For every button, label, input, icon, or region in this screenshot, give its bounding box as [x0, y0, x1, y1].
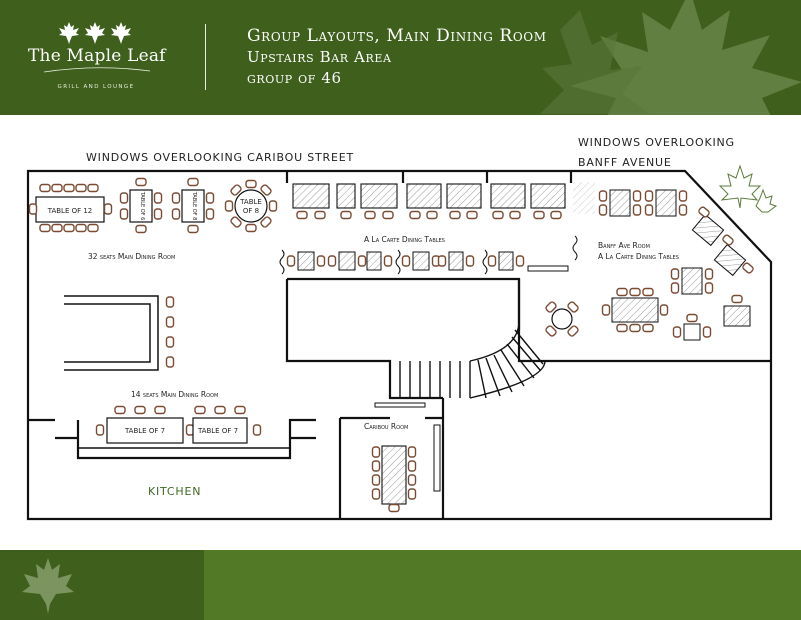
- header-title: Group Layouts, Main Dining Room: [247, 26, 547, 46]
- table-of-7-left: TABLE OF 7: [95, 405, 195, 444]
- banff-room-label: Banff Ave Room: [598, 241, 650, 250]
- table-of-7-right: TABLE OF 7: [192, 405, 262, 444]
- bar-stools: [165, 296, 175, 368]
- table-of-7-right-label: TABLE OF 7: [197, 427, 238, 435]
- round-table-of-8: TABLE OF 8: [224, 179, 278, 233]
- table-of-8-rect-label: TABLE OF 8: [191, 191, 197, 221]
- seats-14-label: 14 seats Main Dining Room: [131, 390, 218, 399]
- seats-32-label: 32 seats Main Dining Room: [88, 252, 175, 261]
- kitchen-label: KITCHEN: [148, 485, 201, 498]
- round-table-label-2: OF 8: [243, 207, 259, 215]
- table-of-8-rect: TABLE OF 8: [171, 177, 215, 234]
- maple-leaf-footer-icon: [22, 558, 74, 614]
- banff-window-area: [573, 182, 595, 214]
- maple-leaf-watermark-icon: [540, 0, 801, 115]
- maple-leaves-logo-icon: [59, 22, 131, 44]
- floor-plan: TABLE OF 12 TABLE OF 6 TABLE OF 8 TABLE …: [26, 136, 778, 521]
- footer-panel: [204, 550, 801, 620]
- table-of-6: TABLE OF 6: [119, 177, 163, 234]
- table-of-12: TABLE OF 12: [28, 183, 113, 233]
- a-la-carte-tables: [279, 235, 578, 275]
- windows-caribou-label: WINDOWS OVERLOOKING CARIBOU STREET: [86, 151, 354, 164]
- wall-strip: [433, 424, 441, 492]
- caribou-room-table: [371, 445, 417, 513]
- windows-banff-label-2: BANFF AVENUE: [578, 156, 672, 169]
- bar-counter: [64, 295, 159, 371]
- a-la-carte-label: A La Carte Dining Tables: [364, 235, 445, 244]
- table-of-7-left-label: TABLE OF 7: [124, 427, 165, 435]
- logo-subtitle: GRILL AND LOUNGE: [57, 84, 135, 90]
- staircase: [389, 319, 546, 399]
- banff-tables: [598, 189, 755, 341]
- table-of-6-label: TABLE OF 6: [139, 191, 145, 221]
- door-strip: [374, 402, 426, 408]
- round-table-label-1: TABLE: [239, 198, 262, 206]
- header-divider: [205, 24, 206, 90]
- round-table-of-4: [544, 300, 580, 338]
- header-group-size: group of 46: [247, 69, 342, 87]
- logo-name: The Maple Leaf: [28, 46, 166, 66]
- counter-strip: [77, 447, 291, 459]
- windows-banff-label-1: WINDOWS OVERLOOKING: [578, 136, 735, 149]
- header-subtitle: Upstairs Bar Area: [247, 48, 392, 66]
- footer-banner: [0, 550, 801, 620]
- logo-swoosh: [43, 67, 151, 73]
- caribou-room-label: Caribou Room: [364, 422, 408, 431]
- header-banner: The Maple Leaf GRILL AND LOUNGE Group La…: [0, 0, 801, 115]
- a-la-carte-strip: [527, 265, 569, 272]
- table-of-12-label: TABLE OF 12: [47, 207, 93, 215]
- window-booths: [292, 183, 566, 220]
- maple-leaves-decoration-icon: [718, 164, 778, 213]
- banff-a-la-carte-label: A La Carte Dining Tables: [598, 252, 679, 261]
